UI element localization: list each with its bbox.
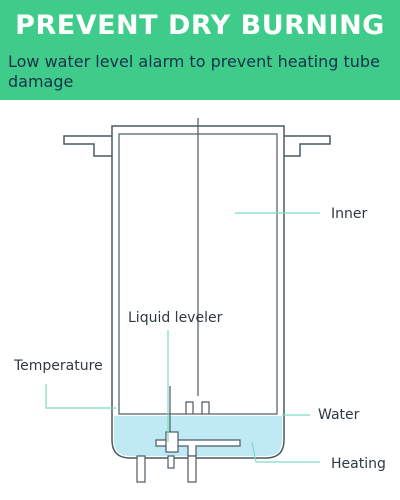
center-pipe-left <box>167 455 175 469</box>
heating-leader-line <box>251 441 320 463</box>
page-title: PREVENT DRY BURNING <box>15 10 385 41</box>
outer-vessel <box>111 125 285 459</box>
rod-bracket <box>185 401 210 414</box>
temperature-leader-line <box>45 384 116 409</box>
temperature-label: Temperature <box>14 358 103 374</box>
left-outlet-pipe <box>136 455 146 483</box>
sensor-block <box>165 431 179 453</box>
inner-label: Inner <box>331 206 368 222</box>
heating-label: Heating <box>331 456 386 472</box>
water-fill <box>114 416 282 456</box>
tank-diagram <box>45 118 331 483</box>
water-label: Water <box>318 407 360 423</box>
page-subtitle: Low water level alarm to prevent heating… <box>8 52 380 91</box>
liquid-leveler-label: Liquid leveler <box>128 310 223 326</box>
right-handle <box>284 135 331 157</box>
center-pipe-right <box>187 455 197 483</box>
left-handle <box>63 135 112 157</box>
header-banner: PREVENT DRY BURNING Low water level alar… <box>0 0 400 100</box>
